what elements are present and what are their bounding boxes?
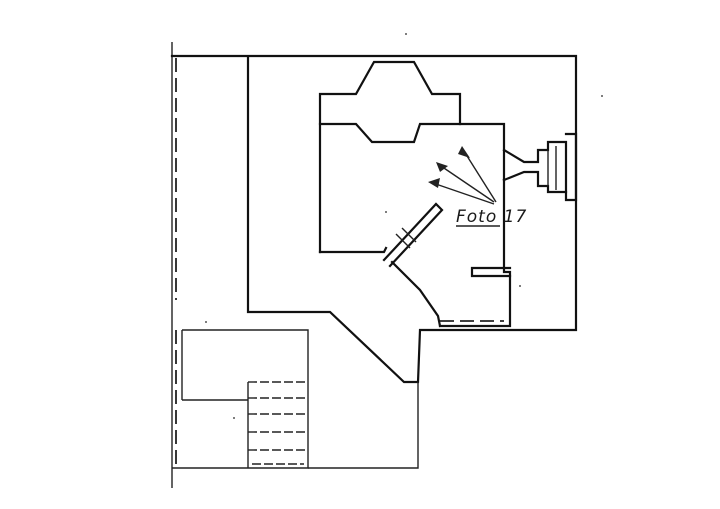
right-entrance-steps: [502, 132, 578, 202]
stairs: [247, 381, 308, 468]
partition-stub: [470, 266, 512, 278]
scan-specks: [205, 33, 603, 419]
photo-viewpoint-arrows: [428, 146, 500, 227]
left-boundary: [171, 42, 177, 488]
lower-annex: [172, 329, 419, 469]
photo-marker-label: Foto 17: [456, 207, 527, 227]
inner-room: [318, 60, 512, 328]
